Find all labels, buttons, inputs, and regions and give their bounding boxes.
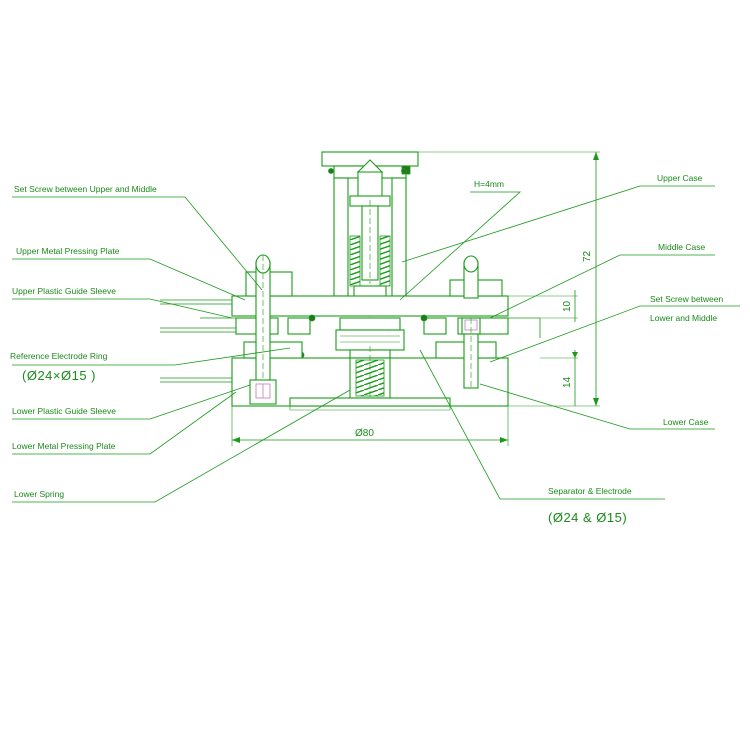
left-set-screw (249, 254, 277, 405)
label-h-4mm: H=4mm (474, 179, 504, 189)
label-reference-electrode-ring: Reference Electrode Ring (10, 351, 108, 361)
label-upper-plastic-guide-sleeve: Upper Plastic Guide Sleeve (12, 286, 116, 296)
label-set-screw-lower-middle-1: Set Screw between (650, 294, 724, 304)
dimension-diameter-80: Ø80 (355, 428, 374, 439)
dimension-72: 72 (582, 250, 593, 262)
label-upper-metal-pressing-plate: Upper Metal Pressing Plate (16, 246, 120, 256)
label-reference-electrode-ring-size: (Ø24×Ø15 ) (22, 368, 96, 383)
label-set-screw-upper-middle: Set Screw between Upper and Middle (14, 184, 157, 194)
label-lower-metal-pressing-plate: Lower Metal Pressing Plate (12, 441, 116, 451)
label-lower-case: Lower Case (663, 417, 709, 427)
dimension-10: 10 (562, 300, 573, 312)
leader-lines (12, 185, 740, 503)
lower-case (231, 341, 509, 411)
label-lower-spring: Lower Spring (14, 489, 64, 499)
label-lower-plastic-guide-sleeve: Lower Plastic Guide Sleeve (12, 406, 116, 416)
label-upper-case: Upper Case (657, 173, 703, 183)
dimension-14: 14 (562, 376, 573, 388)
label-middle-case: Middle Case (658, 242, 706, 252)
right-set-screw (461, 255, 481, 390)
upper-case (321, 151, 419, 317)
label-separator-electrode: Separator & Electrode (548, 486, 632, 496)
dimension-lines (231, 151, 600, 446)
label-set-screw-lower-middle-2: Lower and Middle (650, 313, 717, 323)
label-separator-electrode-size: (Ø24 & Ø15) (548, 510, 627, 525)
